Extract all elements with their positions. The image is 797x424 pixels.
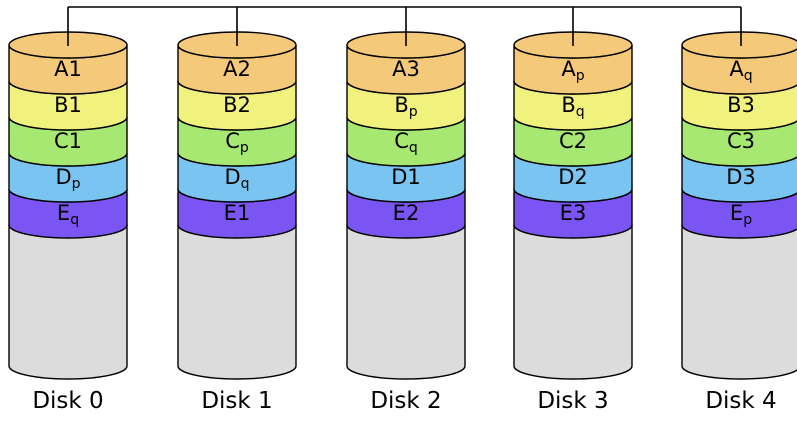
block-label: A2 (223, 57, 251, 81)
block-label: E2 (393, 201, 420, 225)
block-label: Bq (561, 93, 584, 120)
block-label: B1 (54, 93, 82, 117)
block-label: C3 (727, 129, 755, 153)
disk-name-label: Disk 0 (32, 388, 103, 414)
block-label: A1 (54, 57, 82, 81)
block-label: Dp (55, 165, 80, 192)
block-label: C1 (54, 129, 82, 153)
block-label: E1 (224, 201, 251, 225)
block-label: Eq (57, 201, 79, 228)
block-label: Cp (225, 129, 249, 156)
block-label: C2 (559, 129, 587, 153)
block-label: Bp (394, 93, 417, 120)
block-label: D3 (726, 165, 756, 189)
block-label: Ep (730, 201, 752, 228)
disk-empty-space (177, 224, 297, 380)
block-label: Cq (394, 129, 418, 156)
block-label: B3 (727, 93, 755, 117)
disk-name-label: Disk 1 (201, 388, 272, 414)
disk-empty-space (681, 224, 797, 380)
block-label: E3 (560, 201, 587, 225)
disk-empty-space (346, 224, 466, 380)
block-label: B2 (223, 93, 251, 117)
disk-name-label: Disk 2 (370, 388, 441, 414)
block-label: Dq (224, 165, 249, 192)
block-label: Ap (561, 57, 584, 84)
disk-name-label: Disk 4 (705, 388, 776, 414)
disk-top-cap (681, 31, 797, 59)
disk-name-label: Disk 3 (537, 388, 608, 414)
block-label: Aq (729, 57, 752, 84)
block-label: D1 (391, 165, 421, 189)
block-label: D2 (558, 165, 588, 189)
block-label: A3 (392, 57, 420, 81)
disk-empty-space (8, 224, 128, 380)
disk-empty-space (513, 224, 633, 380)
